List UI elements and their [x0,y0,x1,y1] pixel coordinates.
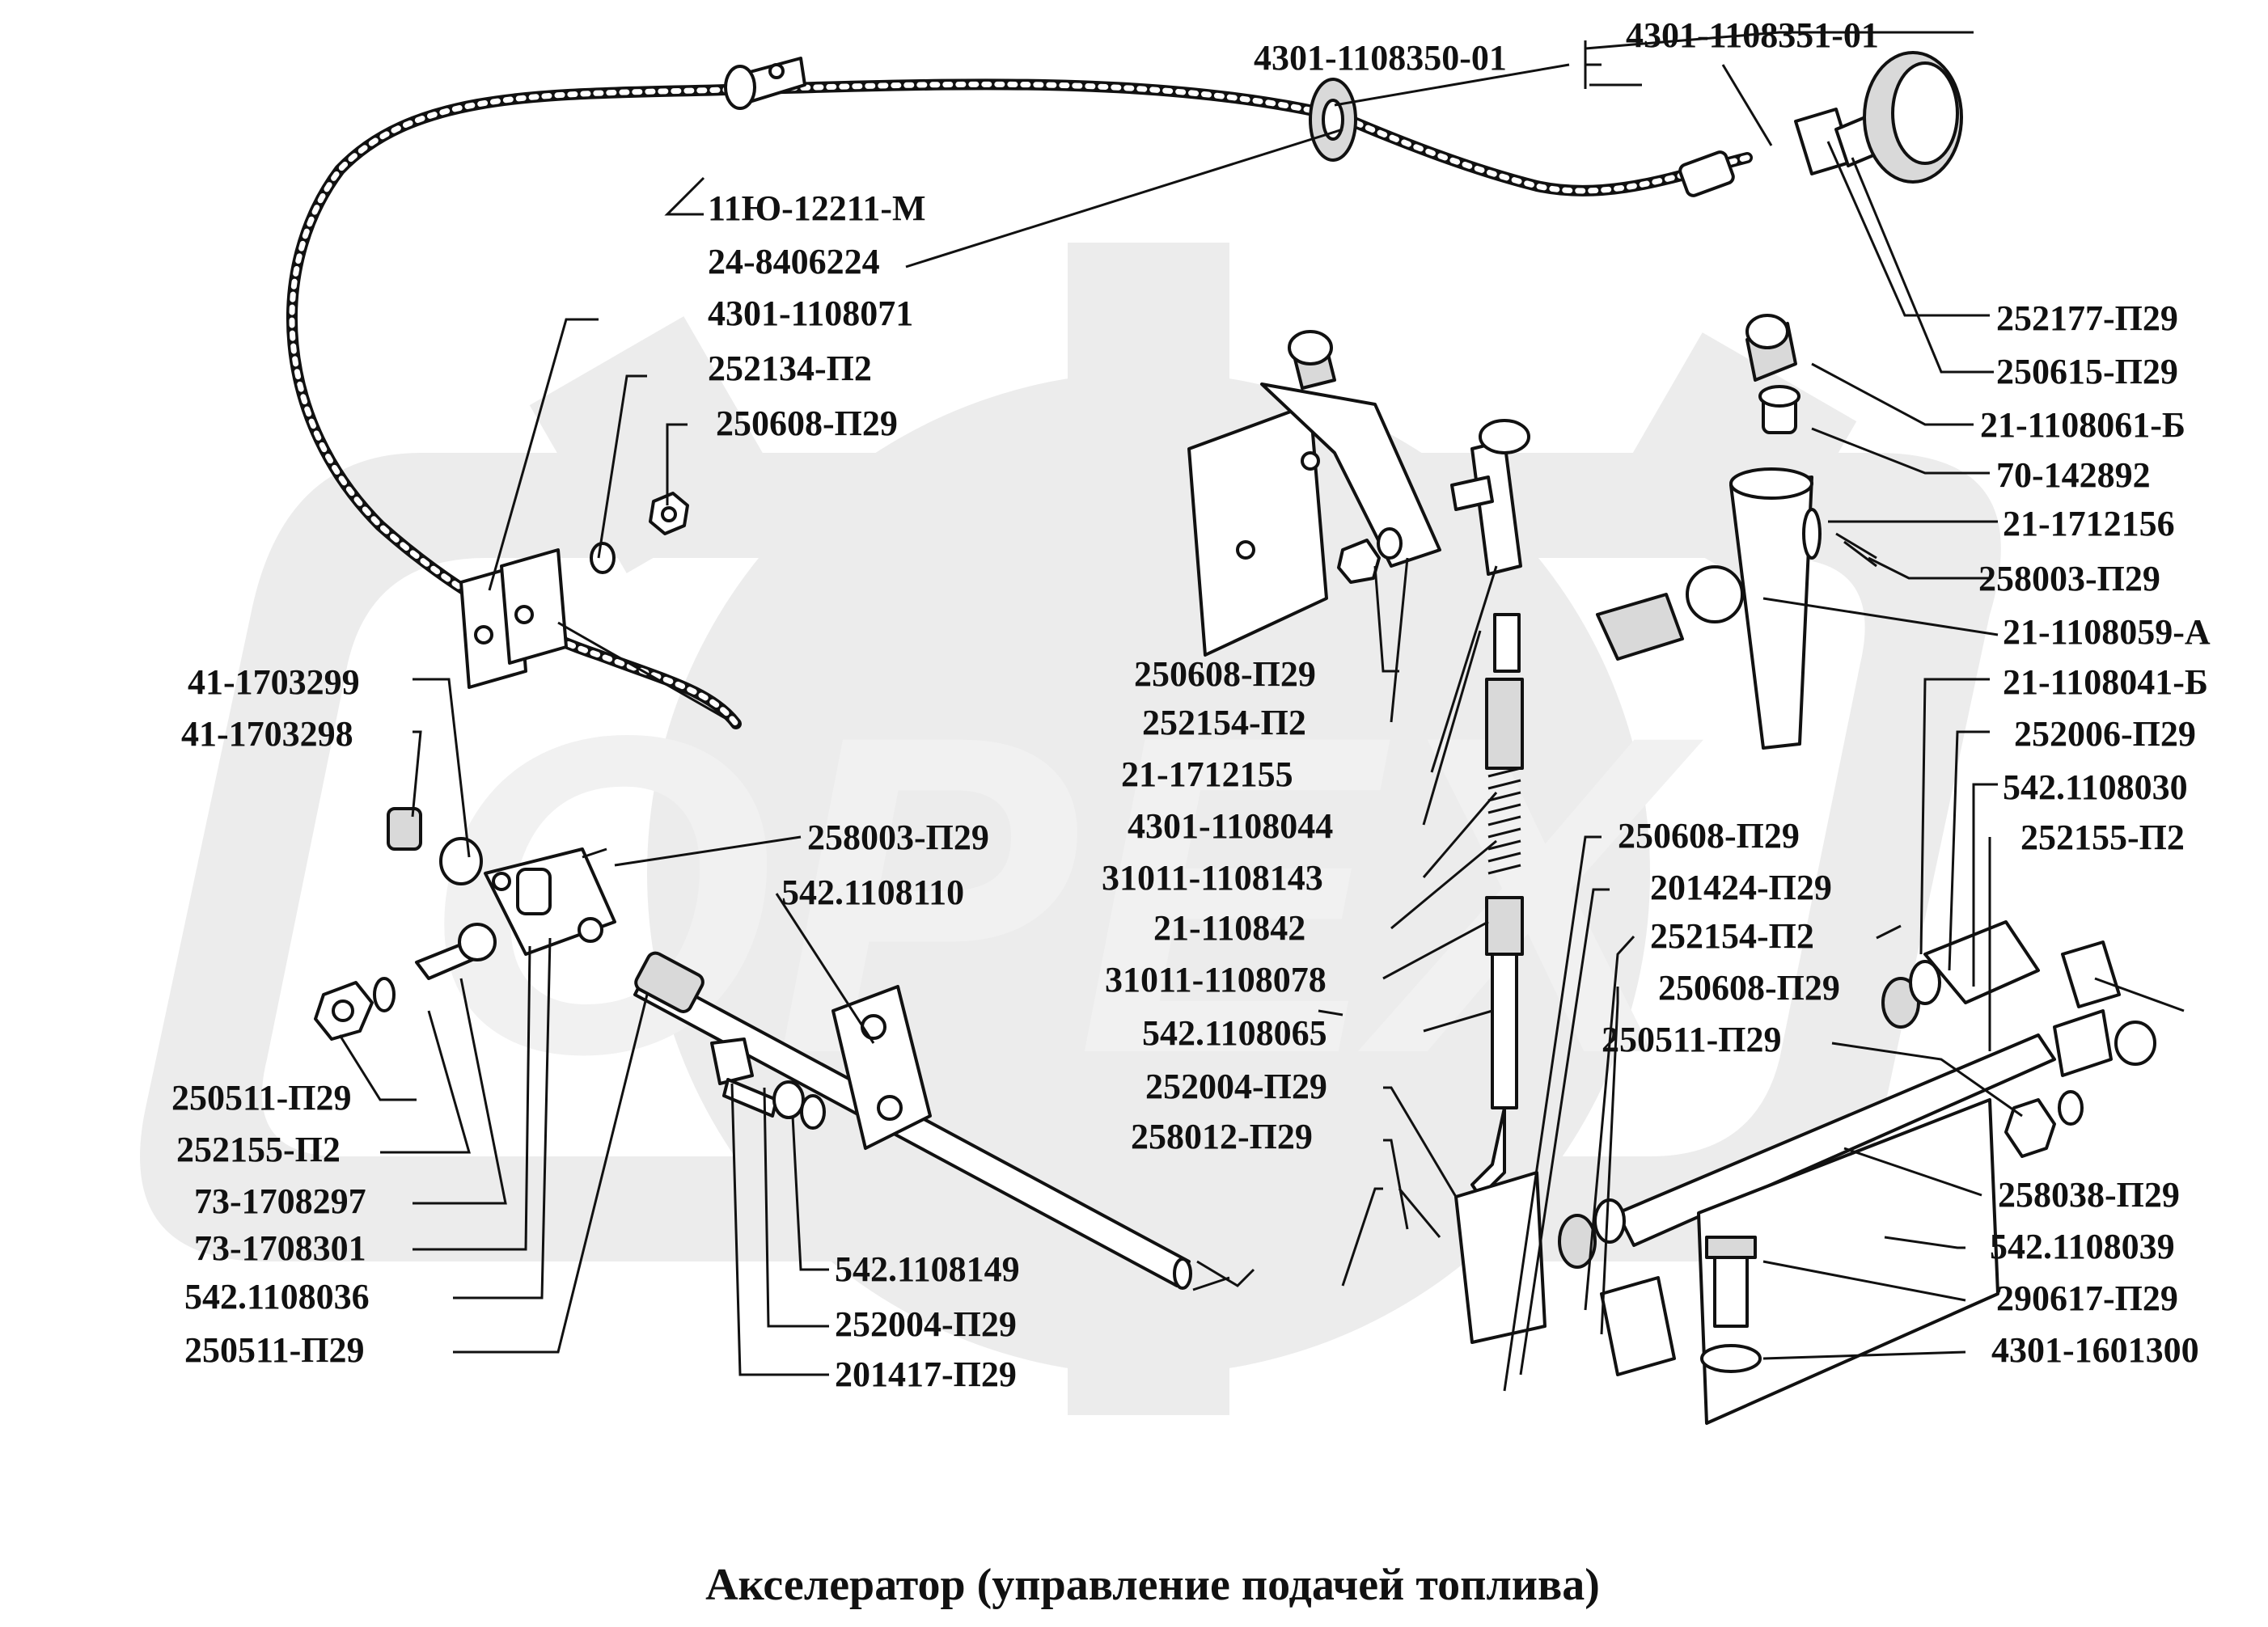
part-label: 542.1108110 [781,873,964,912]
part-label: 201417-П29 [835,1354,1017,1394]
part-label: 73-1708301 [194,1228,366,1268]
part-label: 542.1108065 [1142,1013,1327,1053]
part-label: 250511-П29 [184,1330,364,1370]
grommet [1309,78,1357,162]
part-label: 21-1108061-Б [1980,405,2185,445]
part-label: 21-1108059-А [2003,612,2211,652]
leader-lines [338,31,2023,1392]
cable-bracket [459,548,729,721]
part-label: 252006-П29 [2014,714,2196,754]
part-label: 250615-П29 [1996,352,2178,391]
part-label: 290617-П29 [1996,1278,2178,1318]
part-label: 201424-П29 [1650,868,1832,907]
adjusting-rod [1450,419,1530,1198]
part-label: 258003-П29 [807,818,989,857]
part-label: 250608-П29 [716,404,898,443]
part-label: 21-110842 [1153,908,1305,948]
part-label: 21-1108041-Б [2003,662,2208,702]
left-coupler [314,807,616,1041]
part-label: 250608-П29 [1618,816,1800,856]
part-label: 542.1108149 [835,1249,1020,1289]
part-label: 21-1712156 [2003,504,2175,543]
ball-joint-assembly [1596,314,1877,750]
part-label: 258012-П29 [1131,1117,1313,1156]
part-label: 41-1703298 [181,714,353,754]
watermark-logo: ОРЕХ [140,243,2001,1415]
part-label: 250608-П29 [1658,968,1840,1008]
part-label: 252155-П2 [176,1130,341,1169]
part-label: 252004-П29 [835,1304,1017,1344]
part-label: 252177-П29 [1996,298,2178,338]
diagram-title: Акселератор (управление подачей топлива) [705,1560,1600,1610]
part-label: 250608-П29 [1134,654,1316,694]
part-label: 250511-П29 [1602,1020,1781,1059]
part-label: 73-1708297 [194,1181,366,1221]
part-label: 4301-1601300 [1991,1330,2199,1370]
part-label: 70-142892 [1996,455,2151,495]
part-label: 4301-1108350-01 [1254,38,1507,78]
part-label: 11Ю-12211-М [708,188,926,228]
lever-assembly [1454,920,2185,1425]
part-label: 542.1108030 [2003,767,2188,807]
part-label: 24-8406224 [708,242,880,281]
pull-knob [1678,51,1963,197]
part-label: 542.1108036 [184,1277,370,1316]
part-label: 258003-П29 [1978,559,2160,598]
part-label: 258038-П29 [1998,1175,2180,1215]
cable-clip [724,57,806,110]
mounting-bracket [1187,330,1441,657]
part-label: 31011-1108078 [1105,960,1327,999]
part-label: 252004-П29 [1145,1067,1327,1106]
part-label: 41-1703299 [188,662,360,702]
part-label: 252154-П2 [1142,703,1306,742]
part-label: 4301-1108351-01 [1626,15,1879,55]
part-label: 31011-1108143 [1102,858,1323,898]
throttle-shaft [633,951,1192,1290]
part-label: 252134-П2 [708,349,872,388]
part-label: 250511-П29 [171,1078,351,1118]
part-label: 4301-1108071 [708,294,913,333]
part-label: 252154-П2 [1650,916,1814,956]
small-parts-left [590,492,689,574]
part-label: 252155-П2 [2020,818,2185,857]
part-labels: 4301-1108351-01 4301-1108350-01 11Ю-1221… [171,15,2211,1394]
part-label: 542.1108039 [1990,1227,2175,1266]
part-label: 21-1712155 [1121,754,1293,794]
part-label: 4301-1108044 [1128,806,1333,846]
